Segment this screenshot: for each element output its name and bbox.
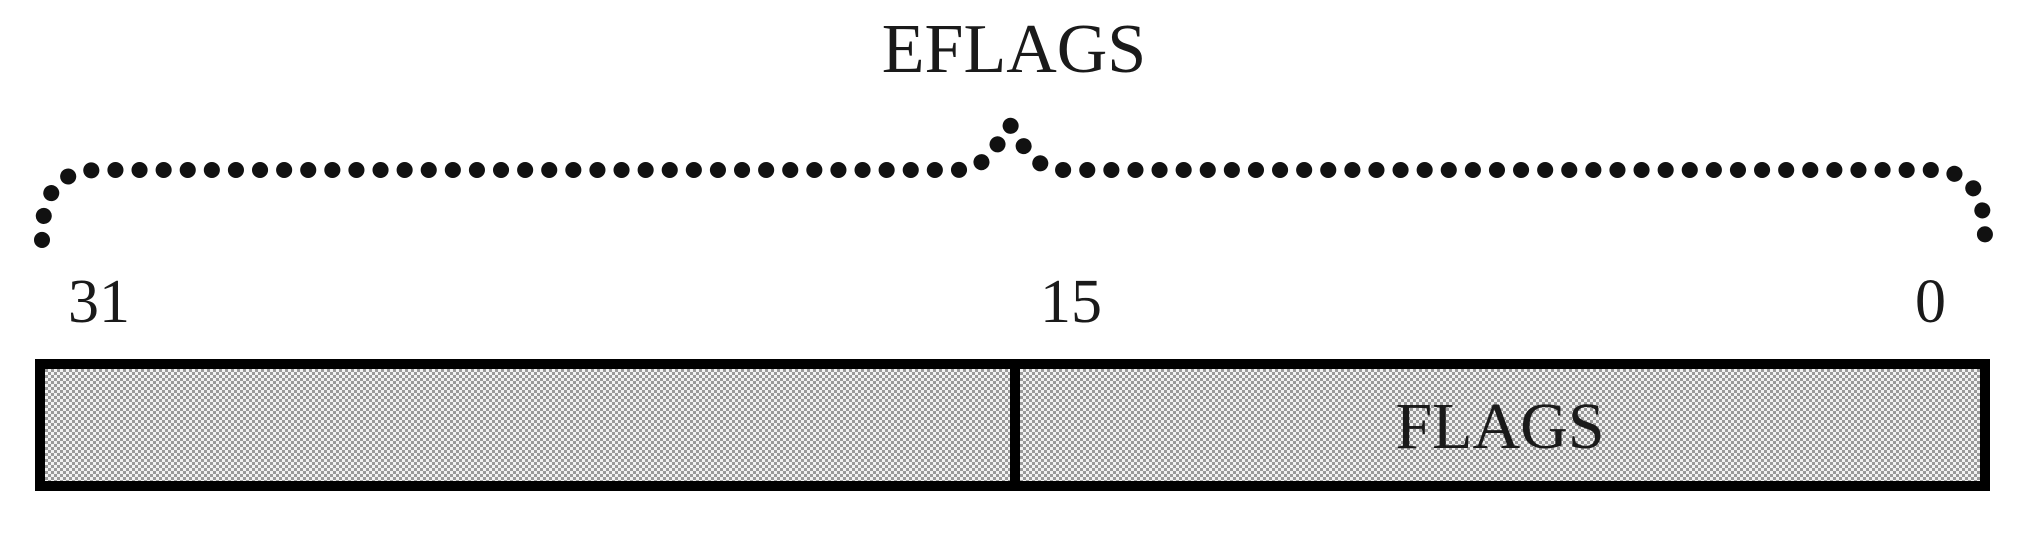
bit-0-label: 0 <box>1915 268 1946 336</box>
register-name-label: EFLAGS <box>882 11 1146 88</box>
bit-31-label: 31 <box>68 268 130 336</box>
register-upper-half <box>35 359 1020 491</box>
bit-15-label: 15 <box>1040 268 1102 336</box>
eflags-span-brace <box>34 117 1993 248</box>
flags-field-label: FLAGS <box>1395 390 1604 463</box>
